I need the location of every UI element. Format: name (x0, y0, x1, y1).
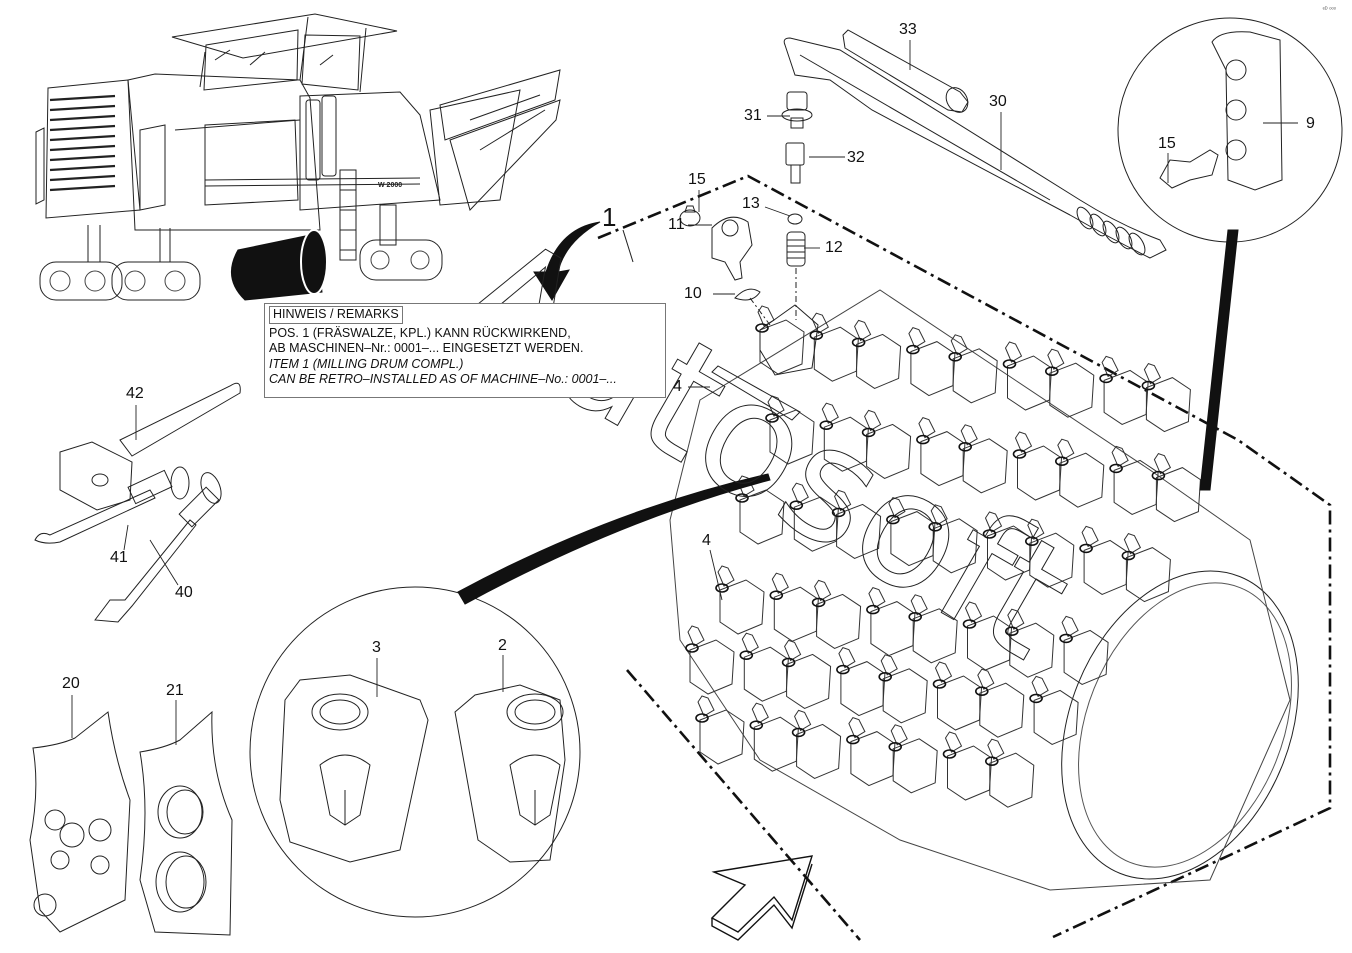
tool-holder-pick (851, 319, 902, 389)
tool-holder-pick (695, 695, 745, 765)
tool-holder-pick (861, 409, 912, 479)
callout-20[interactable]: 20 (62, 675, 80, 692)
detail-pointer (1199, 229, 1239, 491)
milling-drum-illustration (669, 289, 1299, 891)
callout-13[interactable]: 13 (742, 195, 760, 212)
detail-circle-holders (249, 586, 581, 918)
tool-holder-pick (942, 731, 993, 801)
callout-10[interactable]: 10 (684, 285, 702, 302)
tool-holder-pick (1004, 608, 1055, 678)
tool-holder-pick (1099, 355, 1149, 425)
callout-1[interactable]: 1 (602, 202, 617, 232)
callout-15-drum[interactable]: 15 (688, 171, 706, 188)
tool-holder-pick (749, 702, 799, 772)
tool-holder-pick (958, 424, 1008, 494)
tool-holder-pick (1059, 615, 1109, 685)
tool-holder-pick (888, 724, 938, 794)
pick-holder-parts (679, 205, 819, 376)
tools-illustration (34, 382, 241, 623)
tool-holder-pick (831, 489, 882, 559)
tool-holder-pick (1109, 445, 1159, 515)
tool-holder-pick (781, 639, 832, 709)
callout-21[interactable]: 21 (166, 682, 184, 699)
tool-holder-pick (791, 709, 842, 779)
remarks-de-line-2: AB MASCHINEN–Nr.: 0001–... EINGESETZT WE… (269, 341, 584, 355)
callout-3[interactable]: 3 (372, 639, 381, 656)
torque-wrench-illustration (781, 29, 1167, 259)
callout-40[interactable]: 40 (175, 584, 193, 601)
remarks-en-line-1: ITEM 1 (MILLING DRUM COMPL.) (269, 356, 464, 371)
tool-holder-pick (846, 717, 896, 787)
callout-15-detail[interactable]: 15 (1158, 135, 1176, 152)
tool-holder-pick (836, 647, 886, 717)
ejector-plate-illustration (1159, 31, 1283, 191)
callout-4-upper[interactable]: 4 (673, 378, 682, 395)
callout-42[interactable]: 42 (126, 385, 144, 402)
tool-holder-pick (1045, 348, 1095, 418)
tool-holder-pick (948, 334, 998, 404)
tool-holder-pick (811, 579, 862, 649)
callout-41[interactable]: 41 (110, 549, 128, 566)
remarks-de-line-1: POS. 1 (FRÄSWALZE, KPL.) KANN RÜCKWIRKEN… (269, 325, 571, 340)
callout-32[interactable]: 32 (847, 149, 865, 166)
bar-part-4 (711, 365, 801, 421)
tool-holder-pick (685, 625, 735, 695)
tool-holder-pick (908, 594, 958, 664)
tool-holder-pick (906, 327, 956, 397)
remarks-heading: HINWEIS / REMARKS (269, 306, 403, 324)
tool-holder-pick (984, 738, 1035, 808)
callout-33[interactable]: 33 (899, 21, 917, 38)
tool-holder-pick (1025, 518, 1075, 588)
milling-machine-illustration: W 2000 (35, 13, 561, 301)
tool-holder-pick (1055, 438, 1105, 508)
holder-base-left-3 (279, 674, 429, 863)
tool-holder-pick (1029, 675, 1079, 745)
callout-12[interactable]: 12 (825, 239, 843, 256)
tool-holder-pick (769, 572, 819, 642)
tool-holder-pick (928, 504, 978, 574)
callout-2[interactable]: 2 (498, 637, 507, 654)
tool-holder-pick (1121, 533, 1171, 603)
tool-holder-pick (974, 668, 1025, 738)
leader-line (622, 229, 634, 263)
tool-holder-pick (878, 654, 928, 724)
curved-arrow-icon (533, 221, 601, 301)
callout-9[interactable]: 9 (1306, 115, 1315, 132)
callout-31[interactable]: 31 (744, 107, 762, 124)
corner-mark: ᵉᴰ ᵒᵒᵒ (1322, 7, 1336, 13)
tool-holder-pick (715, 565, 765, 635)
assembly-boundary (597, 174, 1332, 939)
callout-11[interactable]: 11 (668, 216, 685, 233)
tool-holder-pick (1151, 453, 1201, 523)
detail-pointer-lower (457, 473, 771, 605)
remarks-box: HINWEIS / REMARKS POS. 1 (FRÄSWALZE, KPL… (264, 303, 666, 398)
callout-30[interactable]: 30 (989, 93, 1007, 110)
tool-holder-pick (739, 632, 789, 702)
tool-holder-pick (1141, 363, 1191, 433)
holder-base-right-2 (454, 684, 566, 863)
leader-lines (71, 40, 1298, 745)
machine-model-badge: W 2000 (378, 182, 402, 189)
assembly-boundary-lower (626, 669, 861, 941)
direction-arrow-icon (710, 855, 814, 941)
remarks-en-line-2: CAN BE RETRO–INSTALLED AS OF MACHINE–No.… (269, 372, 617, 386)
parts-bags-illustration (29, 710, 233, 936)
callout-4-lower[interactable]: 4 (702, 532, 711, 549)
